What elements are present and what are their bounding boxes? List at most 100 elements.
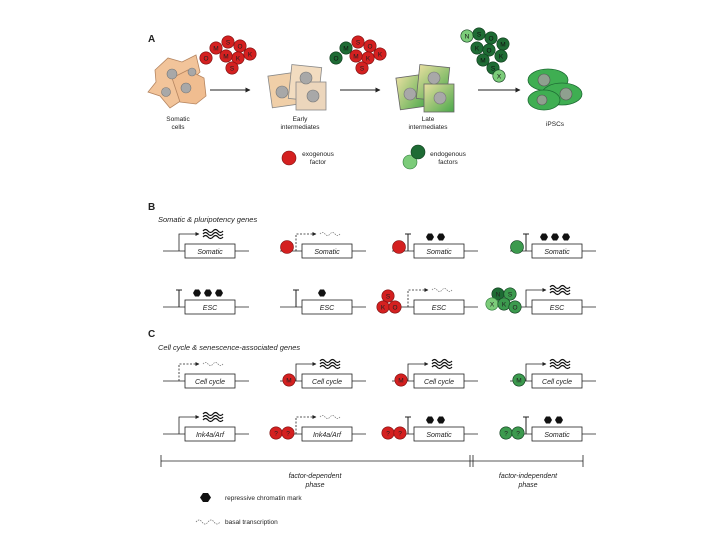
basal-transcription-icon: [195, 519, 221, 525]
transcript-wave: [549, 284, 571, 290]
factor-unknown: ?: [499, 426, 513, 440]
transcript-wave: [549, 364, 571, 370]
stage-late-line1: Late: [422, 116, 435, 123]
transcript-wave: [202, 228, 224, 234]
gene-label: Cell cycle: [312, 379, 342, 386]
panel-c-subtitle: Cell cycle & senescence-associated genes: [158, 343, 300, 352]
svg-text:K: K: [502, 301, 507, 308]
transcript-wave: [319, 358, 341, 364]
factor-m: M: [496, 37, 510, 51]
svg-text:K: K: [236, 55, 241, 62]
gene-construct: Somatic: [392, 233, 478, 259]
svg-text:K: K: [378, 51, 383, 58]
gene-label: Somatic: [544, 249, 570, 256]
transcript-wave: [549, 287, 571, 293]
factor-m: M: [394, 373, 408, 387]
svg-text:?: ?: [286, 430, 290, 437]
factor-unknown: ?: [511, 426, 525, 440]
factor-o: O: [233, 39, 247, 53]
panel-c-label: C: [148, 329, 155, 340]
svg-text:S: S: [386, 293, 391, 300]
transcript-wave: [202, 231, 224, 237]
basal-wave: [202, 362, 224, 366]
legend-exogenous-line2: factor: [310, 159, 327, 166]
svg-text:M: M: [213, 45, 218, 52]
factor-s: S: [221, 35, 235, 49]
stage-early-line1: Early: [293, 116, 309, 123]
svg-text:O: O: [367, 43, 372, 50]
transcript-wave: [202, 411, 224, 417]
gene-label: Somatic: [544, 432, 570, 439]
factor-unknown: ?: [269, 426, 283, 440]
repressive-mark: [318, 289, 326, 297]
phase-dep-line2: phase: [304, 482, 324, 489]
svg-text:M: M: [286, 377, 291, 384]
promoter-arrow: [525, 288, 547, 307]
repressive-mark: [426, 416, 434, 424]
svg-text:M: M: [343, 45, 348, 52]
gene-construct: Somatic: [163, 228, 249, 259]
svg-text:M: M: [516, 377, 521, 384]
factor-s: S: [355, 61, 369, 75]
repressive-mark: [555, 416, 563, 424]
factor-k: K: [373, 47, 387, 61]
factor-k: K: [497, 297, 511, 311]
factor-s: S: [381, 289, 395, 303]
repressive-mark: [437, 233, 445, 241]
legend-endogenous-line2: factors: [438, 159, 458, 166]
factor-o: O: [484, 31, 498, 45]
svg-text:N: N: [465, 33, 470, 40]
svg-text:K: K: [248, 51, 253, 58]
svg-text:N: N: [496, 291, 501, 298]
transcript-wave: [202, 414, 224, 420]
svg-text:O: O: [392, 304, 397, 311]
gene-label: Somatic: [197, 249, 223, 256]
factor-n: N: [460, 29, 474, 43]
promoter-arrow: [525, 362, 547, 381]
svg-text:M: M: [500, 41, 505, 48]
svg-text:S: S: [477, 31, 482, 38]
svg-text:X: X: [497, 73, 502, 80]
factor-o: O: [508, 300, 522, 314]
gene-label: Somatic: [426, 432, 452, 439]
repressive-mark: [437, 416, 445, 424]
gene-label: Cell cycle: [542, 379, 572, 386]
early-intermediates: [267, 64, 327, 111]
factor-m: M: [349, 49, 363, 63]
legend-repressive-mark: repressive chromatin mark: [200, 493, 302, 502]
transcript-wave: [431, 364, 453, 370]
factor-s: S: [351, 35, 365, 49]
factor-k: K: [243, 47, 257, 61]
svg-text:O: O: [333, 55, 338, 62]
factor-s: S: [503, 287, 517, 301]
stage-early-line2: intermediates: [280, 124, 320, 131]
gene-label: Ink4a/Arf: [196, 432, 225, 439]
repressive-mark: [193, 289, 201, 297]
exogenous-factor: [392, 240, 406, 254]
factor-m: M: [339, 41, 353, 55]
stage-late-line2: intermediates: [408, 124, 448, 131]
factor-k: K: [376, 300, 390, 314]
promoter-arrow: [407, 362, 429, 381]
repressive-mark: [540, 233, 548, 241]
svg-text:M: M: [353, 53, 358, 60]
exogenous-factor: [280, 240, 294, 254]
promoter-arrow: [178, 415, 200, 434]
repressive-mark: [544, 416, 552, 424]
svg-text:?: ?: [398, 430, 402, 437]
factor-m: M: [219, 49, 233, 63]
legend-endogenous-line1: endogenous: [430, 151, 467, 158]
repressive-mark: [204, 289, 212, 297]
svg-text:S: S: [491, 65, 496, 72]
svg-text:M: M: [398, 377, 403, 384]
repressive-mark: [551, 233, 559, 241]
factor-m: M: [209, 41, 223, 55]
factor-k: K: [470, 41, 484, 55]
panel-b-subtitle: Somatic & pluripotency genes: [158, 215, 257, 224]
svg-text:K: K: [366, 55, 371, 62]
